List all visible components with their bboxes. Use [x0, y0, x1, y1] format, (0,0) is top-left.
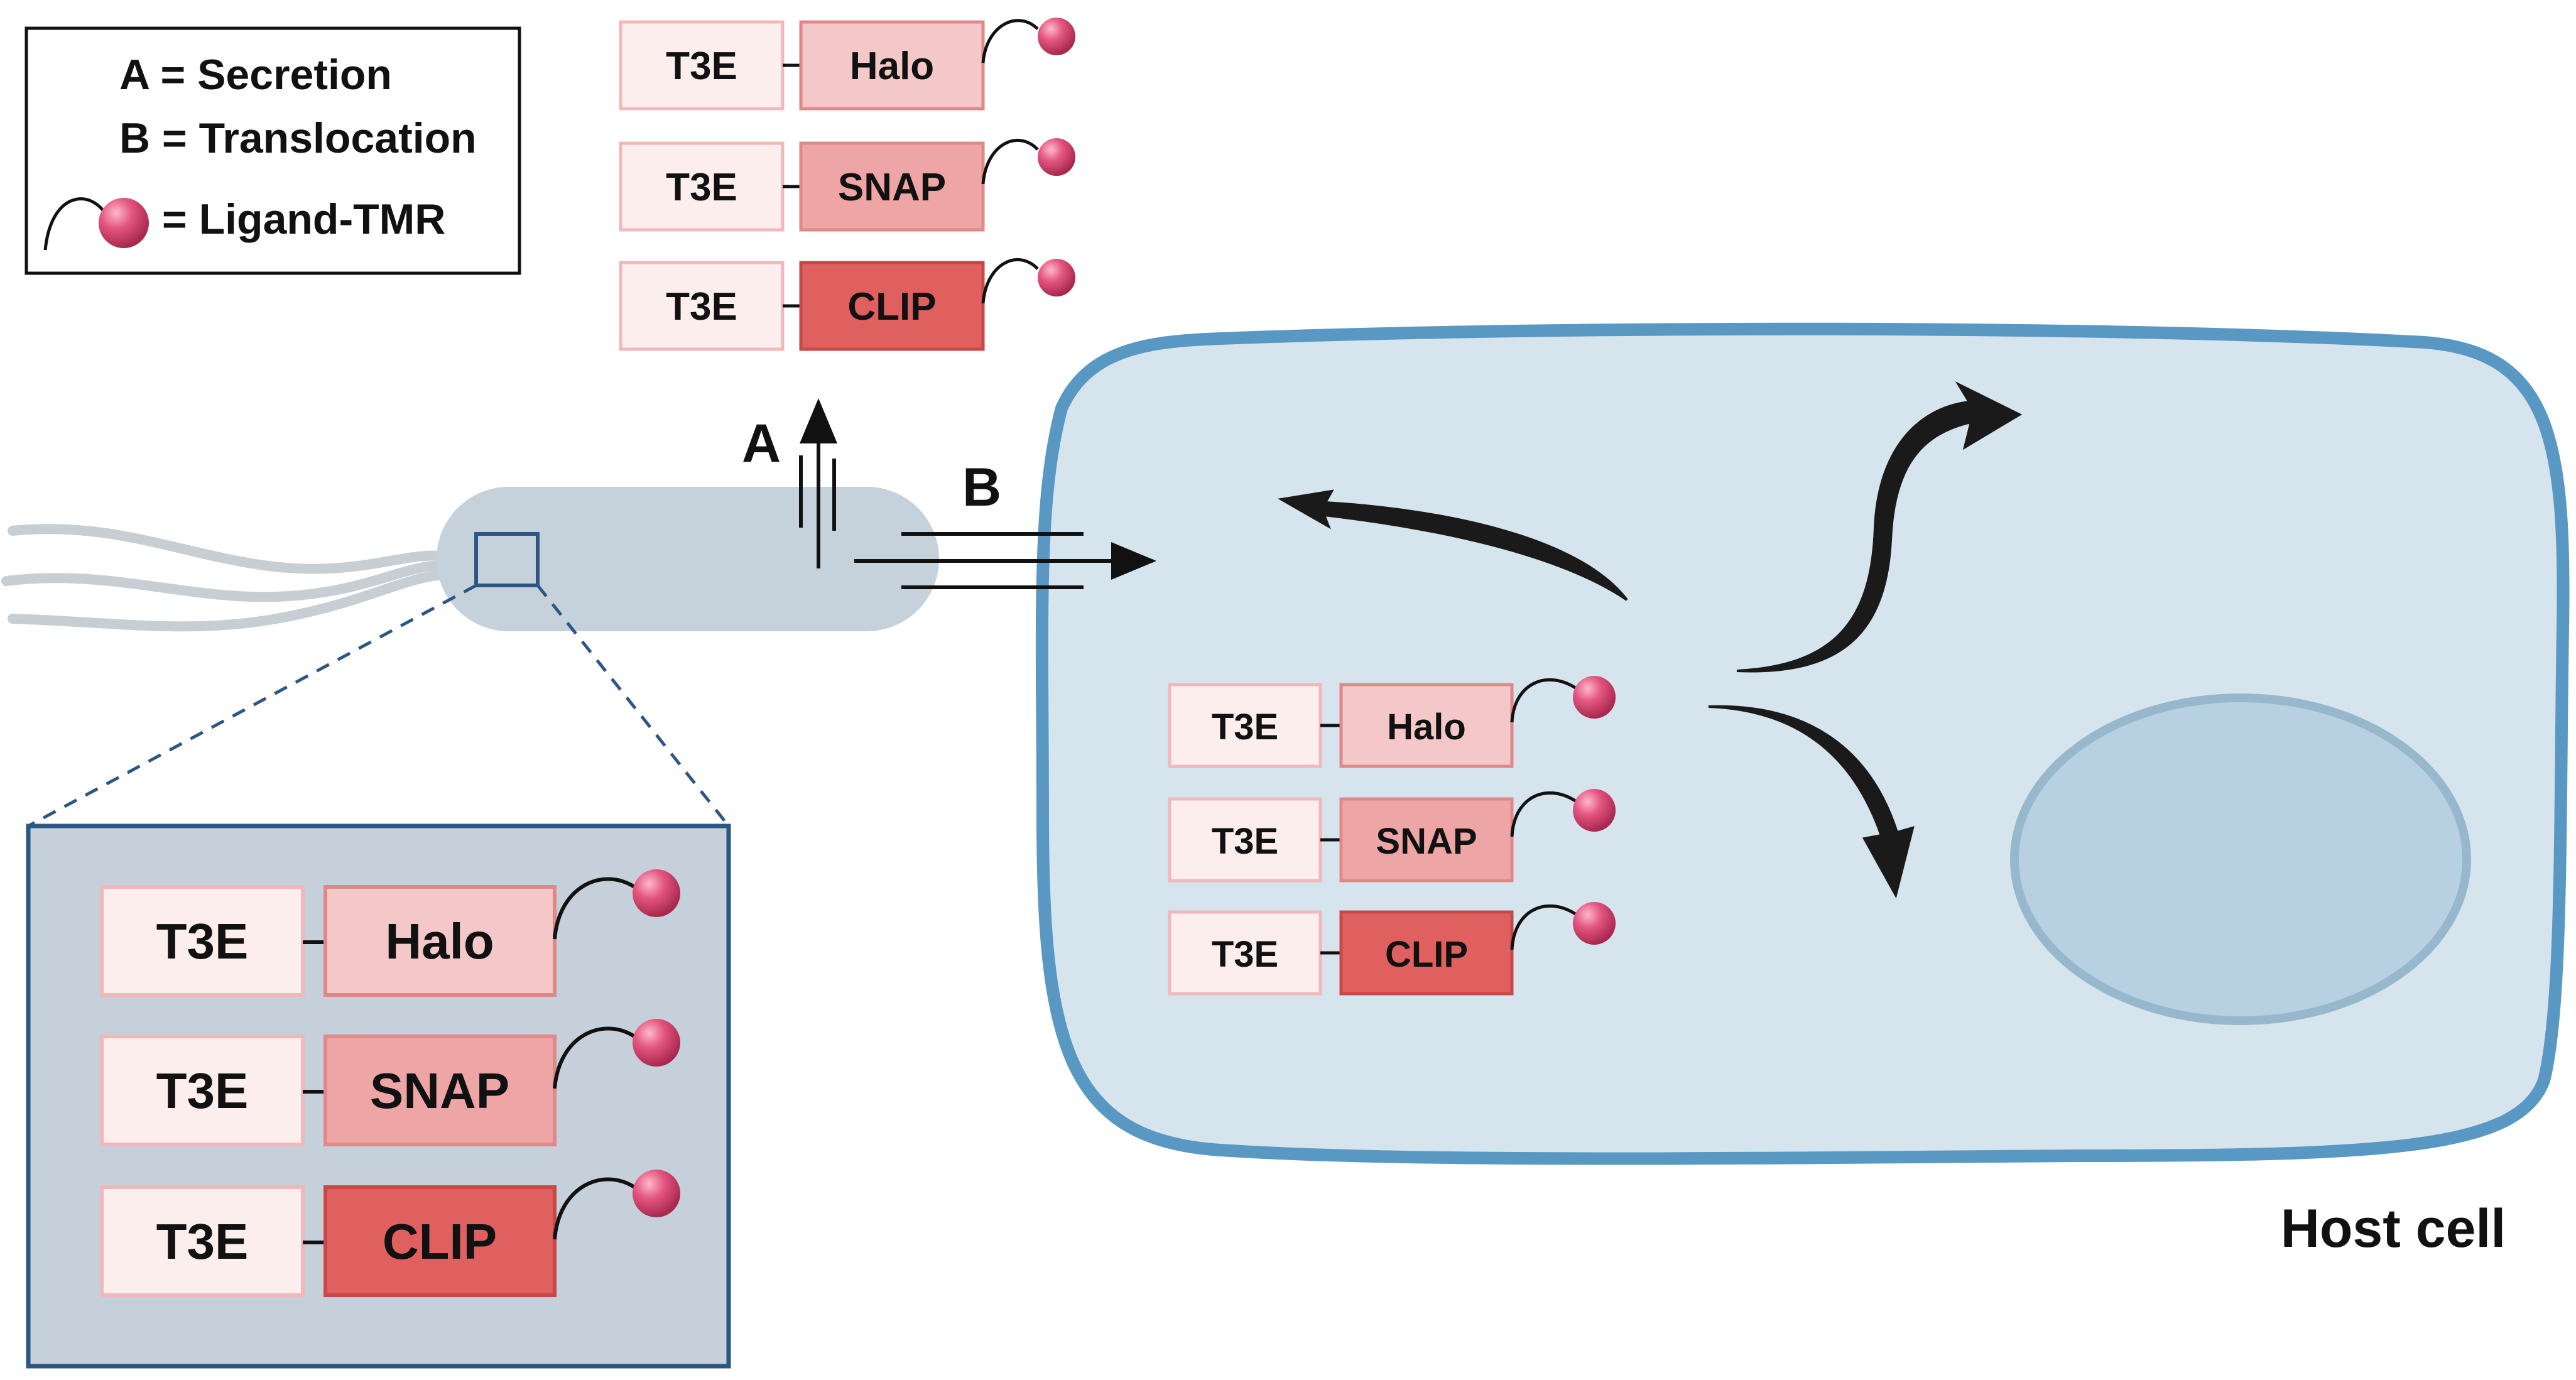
t3e-label: T3E	[156, 913, 249, 969]
ligand-tmr-icon	[1038, 18, 1075, 55]
translocated-construct-halo: T3E Halo	[1168, 676, 1616, 768]
t3e-box	[619, 141, 785, 232]
clip-tag-box	[1339, 910, 1514, 996]
t3e-label: T3E	[666, 166, 737, 209]
snap-tag-label: SNAP	[370, 1063, 509, 1119]
secreted-construct-snap: T3E SNAP	[619, 138, 1075, 232]
clip-tag-box	[799, 261, 985, 351]
halo-tag-label: Halo	[850, 45, 934, 88]
clip-tag-label: CLIP	[383, 1214, 497, 1269]
ligand-tmr-icon	[633, 1170, 680, 1217]
host-cell-label: Host cell	[2281, 1198, 2506, 1259]
clip-tag-label: CLIP	[847, 285, 936, 329]
t3e-box	[1168, 910, 1322, 996]
halo-tag-label: Halo	[385, 913, 494, 969]
snap-tag-label: SNAP	[838, 166, 946, 209]
ligand-tmr-icon	[633, 869, 680, 917]
halo-tag-box	[799, 20, 985, 111]
flagella	[1, 524, 448, 632]
bacterium-body	[437, 487, 939, 631]
ligand-linker	[1510, 678, 1577, 723]
t3e-label: T3E	[666, 45, 737, 88]
halo-tag-box	[323, 885, 557, 997]
zoom-region-box	[474, 532, 540, 587]
t3e-label: T3E	[156, 1214, 249, 1269]
t3e-label: T3E	[1212, 707, 1278, 747]
halo-tag-label: Halo	[1387, 707, 1466, 747]
ligand-linker	[1510, 791, 1577, 837]
arrow-to-cytoplasm	[1736, 381, 2023, 673]
legend-secretion-label: A = Secretion	[119, 51, 392, 99]
snap-tag-label: SNAP	[1376, 821, 1477, 862]
ligand-linker	[981, 258, 1039, 304]
translocated-construct-snap: T3E SNAP	[1168, 789, 1616, 883]
translocated-constructs: T3E Halo T3E SNAP T3E CLIP	[1168, 676, 1616, 996]
zoom-line-left	[27, 584, 477, 828]
zoom-line-right	[536, 584, 730, 827]
ligand-tmr-icon	[1573, 902, 1616, 945]
t3e-box	[619, 261, 785, 351]
nucleus	[2010, 693, 2471, 1025]
arrow-to-cell-periphery	[1278, 489, 1628, 601]
snap-tag-box	[799, 141, 985, 232]
snap-tag-box	[323, 1035, 557, 1146]
secretion-letter: A	[742, 413, 781, 474]
inset-construct-halo: T3E Halo	[100, 869, 680, 997]
translocation-letter: B	[962, 457, 1001, 518]
inset-construct-snap: T3E SNAP	[100, 1019, 680, 1146]
ligand-tmr-icon	[1573, 676, 1616, 719]
legend-ligand-linker	[43, 197, 110, 251]
translocated-construct-clip: T3E CLIP	[1168, 902, 1616, 996]
ligand-linker	[1510, 904, 1577, 950]
secretion-arrow-group: A	[742, 398, 837, 568]
ligand-tmr-icon	[1038, 259, 1075, 296]
legend-ligand-tmr-icon	[99, 198, 149, 248]
ligand-linker	[981, 138, 1039, 185]
ligand-linker	[981, 19, 1039, 63]
clip-tag-label: CLIP	[1385, 934, 1468, 975]
halo-tag-box	[1339, 683, 1514, 768]
ligand-tmr-icon	[1573, 789, 1616, 832]
host-cell: Host cell	[1035, 322, 2570, 1259]
translocation-arrow-group: B	[854, 457, 1156, 589]
legend: A = Secretion B = Translocation = Ligand…	[24, 26, 521, 275]
t3e-label: T3E	[1212, 821, 1278, 862]
legend-translocation-label: B = Translocation	[119, 114, 477, 162]
ligand-tmr-icon	[633, 1019, 680, 1067]
arrow-to-nucleus	[1708, 705, 1915, 899]
intracellular-arrows	[1278, 381, 2023, 899]
t3e-label: T3E	[1212, 934, 1278, 975]
ligand-linker	[553, 1177, 636, 1240]
secreted-construct-clip: T3E CLIP	[619, 258, 1075, 351]
ligand-tmr-icon	[1038, 138, 1075, 176]
ligand-linker	[553, 877, 636, 940]
bacterium	[1, 487, 939, 828]
secreted-constructs: T3E Halo T3E SNAP T3E CLIP	[619, 18, 1075, 351]
legend-ligand-label: = Ligand-TMR	[162, 195, 445, 243]
clip-tag-box	[323, 1185, 557, 1297]
t3e-label: T3E	[666, 285, 737, 329]
ligand-linker	[553, 1026, 636, 1089]
snap-tag-box	[1339, 797, 1514, 883]
t3e-box	[619, 20, 785, 111]
t3e-label: T3E	[156, 1063, 249, 1119]
t3e-box	[1168, 683, 1322, 768]
secreted-construct-halo: T3E Halo	[619, 18, 1075, 111]
t3e-box	[100, 1185, 305, 1297]
zoom-inset: T3E Halo T3E SNAP T3E CLIP	[26, 823, 731, 1369]
inset-construct-clip: T3E CLIP	[100, 1170, 680, 1297]
t3e-box	[100, 885, 305, 997]
